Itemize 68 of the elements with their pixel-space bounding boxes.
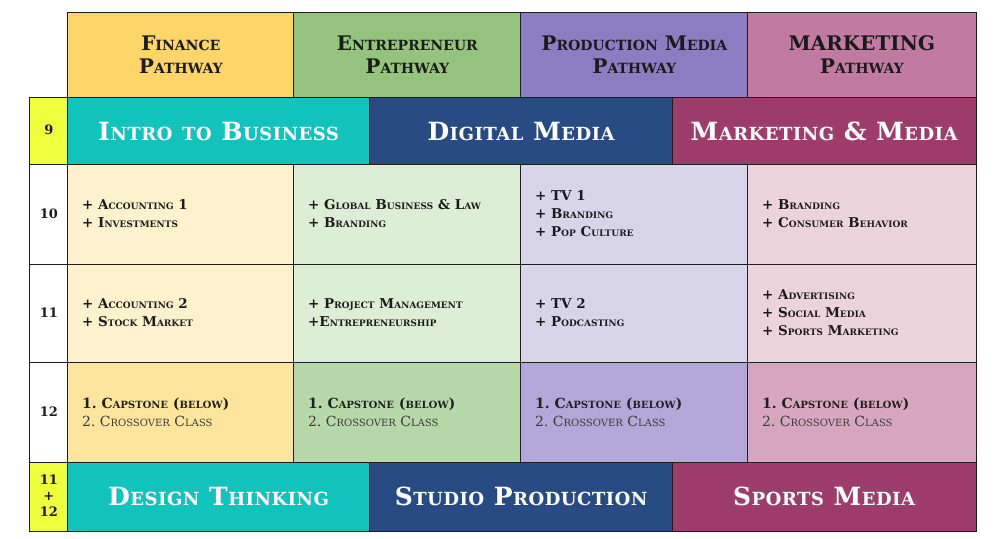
course-band [672,97,976,166]
course-title: Marketing & Media [690,116,958,146]
course-cell [293,164,522,266]
pathway-header [67,12,294,98]
course-cell [67,264,294,364]
course-item: 2. Crossover Class [762,412,892,431]
grade-cell [29,164,68,266]
course-cell [520,264,748,364]
course-item: + Accounting 2 [82,296,188,314]
course-item: + Advertising [762,287,855,305]
capstone-cell [67,362,294,464]
course-item: 1. Capstone (below) [82,394,230,413]
course-item: + TV 2 [535,296,586,314]
course-title: Intro to Business [98,116,340,146]
course-item: 1. Capstone (below) [308,394,456,413]
capstone-cell [520,362,748,464]
course-item: + Stock Market [82,314,193,332]
course-band [67,462,370,532]
course-band [369,97,674,166]
course-item: + Podcasting [535,314,624,332]
grade-label: 11 + 12 [38,473,59,520]
course-item: + Project Management [308,296,463,314]
course-cell [67,164,294,266]
course-band [672,462,976,532]
pathway-header [747,12,976,98]
grade-cell [29,97,68,166]
pathway-header [293,12,522,98]
course-item: + Branding [762,197,840,215]
course-cell [520,164,748,266]
course-band [369,462,674,532]
grade-label: 12 [38,404,59,421]
course-item: + TV 1 [535,188,586,206]
course-title: Design Thinking [108,482,330,512]
course-item: + Global Business & Law [308,197,481,215]
course-item: + Pop Culture [535,224,634,242]
grade-label: 11 [38,306,59,322]
grade-label: 10 [38,206,59,223]
pathway-title: Finance Pathway [138,32,224,78]
course-item: + Accounting 1 [82,197,188,215]
grade-cell [29,264,68,364]
course-title: Sports Media [733,482,916,512]
pathway-title: Production Media Pathway [540,32,728,78]
course-item: 2. Crossover Class [535,412,666,431]
capstone-cell [747,362,976,464]
course-item: 1. Capstone (below) [762,394,910,413]
course-cell [293,264,522,364]
course-item: + Consumer Behavior [762,214,908,232]
course-item: 2. Crossover Class [82,412,212,431]
grade-cell [29,462,68,532]
course-item: + Branding [308,214,386,232]
pathway-header [520,12,748,98]
course-item: + Branding [535,206,614,224]
course-item: + Social Media [762,304,866,323]
grade-cell [29,362,68,464]
course-item: +Entrepreneurship [308,314,436,332]
pathway-title: Entrepreneur Pathway [336,32,479,78]
capstone-cell [293,362,522,464]
course-title: Studio Production [394,482,648,512]
course-band [67,97,370,166]
course-item: + Sports Marketing [762,322,898,340]
course-item: 1. Capstone (below) [535,394,682,413]
course-cell [747,264,976,364]
course-item: + Investments [82,214,178,232]
course-item: 2. Crossover Class [308,412,438,431]
course-title: Digital Media [427,116,615,146]
grade-label: 9 [43,123,54,140]
pathway-title: MARKETING Pathway [787,32,936,78]
course-cell [747,164,976,266]
